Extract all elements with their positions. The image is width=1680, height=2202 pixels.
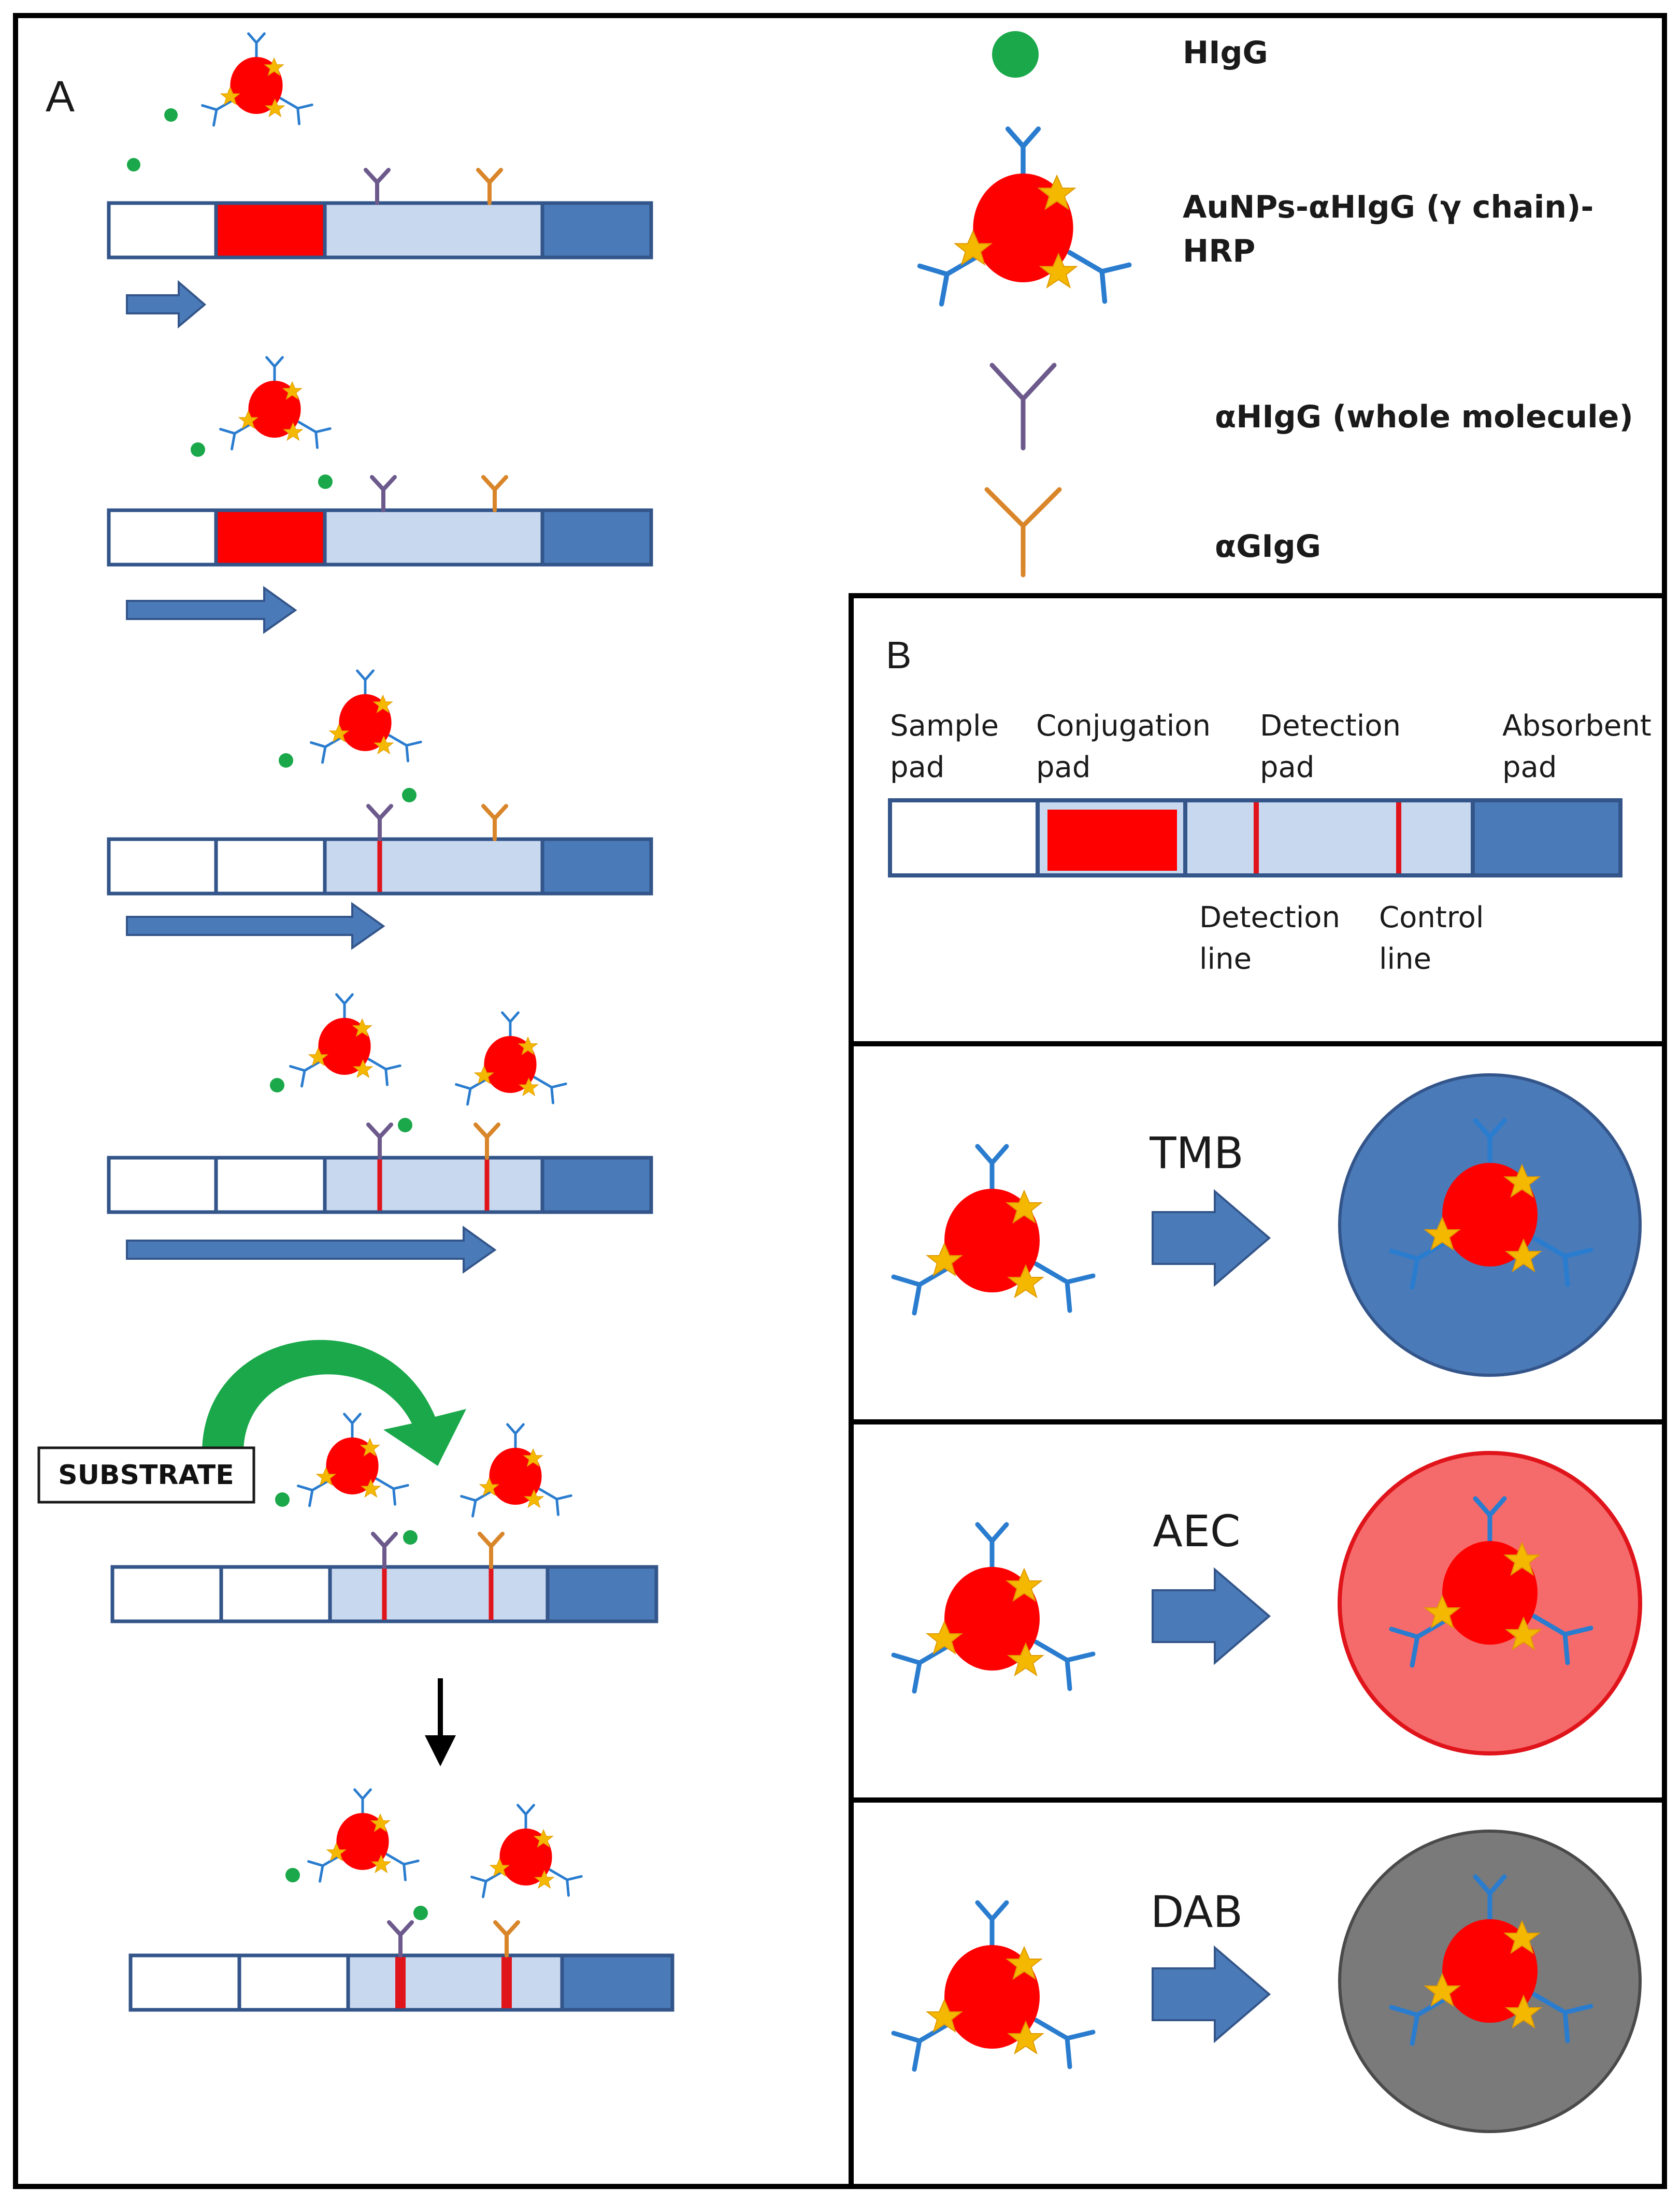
step-1 xyxy=(107,34,653,329)
step-3 xyxy=(107,671,653,950)
step-6 xyxy=(128,1790,674,2012)
label-detection-pad-1: Detection xyxy=(1260,709,1401,743)
legend-conjugate xyxy=(920,129,1129,304)
substrate-panels: TMB AEC DAB xyxy=(849,1041,1667,2189)
label-detection-line-1: Detection xyxy=(1199,901,1340,934)
substrate-name-aec: AEC xyxy=(1153,1506,1240,1557)
strip-5 xyxy=(110,1565,658,1623)
substrate-panel-tmb: TMB xyxy=(849,1041,1667,1424)
legend-hlgg-dot xyxy=(992,31,1039,78)
strip-2 xyxy=(107,508,653,567)
conjugate-6b xyxy=(472,1805,582,1897)
label-detection-pad-2: pad xyxy=(1260,751,1314,784)
substrate-panel-dab: DAB xyxy=(849,1797,1667,2189)
conjugate-1 xyxy=(203,34,312,125)
legend: HIgG AuNPs-αHIgG (γ chain)- HRP αHIgG (w… xyxy=(920,31,1633,578)
substrate-name-tmb: TMB xyxy=(1149,1128,1243,1178)
panel-b-conjugation-pad xyxy=(1047,810,1177,871)
legend-aglgg-label: αGIgG xyxy=(1215,528,1321,565)
substrate-panel-aec: AEC xyxy=(849,1419,1667,1803)
conjugate-4a xyxy=(291,995,400,1086)
conjugate-5a xyxy=(298,1414,408,1506)
strip-1 xyxy=(107,201,653,260)
panel-b-letter: B xyxy=(886,634,911,677)
panel-a-letter: A xyxy=(46,72,75,121)
label-absorbent-pad-2: pad xyxy=(1502,751,1557,784)
conjugate-3 xyxy=(311,671,421,762)
legend-conjugate-line1: AuNPs-αHIgG (γ chain)- xyxy=(1183,189,1593,225)
flow-arrow-3 xyxy=(126,902,385,950)
substrate-label: SUBSTRATE xyxy=(58,1460,234,1491)
label-conjugation-pad-2: pad xyxy=(1036,751,1090,784)
legend-ahlgg-label: αHIgG (whole molecule) xyxy=(1215,399,1633,435)
label-control-line-1: Control xyxy=(1379,901,1484,934)
label-absorbent-pad-1: Absorbent xyxy=(1502,709,1652,743)
conjugate-4b xyxy=(456,1013,566,1104)
label-sample-pad-1: Sample xyxy=(890,709,999,743)
conjugate-6a xyxy=(309,1790,419,1881)
step-4 xyxy=(107,995,653,1274)
conjugate-5b xyxy=(462,1424,571,1516)
legend-control-antibody xyxy=(984,487,1062,578)
step-2 xyxy=(107,357,653,634)
substrate-box xyxy=(37,1446,255,1504)
step-5: SUBSTRATE xyxy=(37,1340,658,1623)
label-conjugation-pad-1: Conjugation xyxy=(1036,709,1211,743)
conjugate-2 xyxy=(221,357,331,449)
flow-arrow-4 xyxy=(126,1226,497,1274)
legend-conjugate-line2: HRP xyxy=(1183,233,1255,269)
flow-arrow-2 xyxy=(126,586,297,634)
legend-hlgg-label: HIgG xyxy=(1183,35,1268,71)
curved-substrate-arrow xyxy=(202,1340,466,1466)
flow-arrow-1 xyxy=(126,280,207,329)
label-detection-line-2: line xyxy=(1199,942,1252,976)
strip-6 xyxy=(128,1953,674,2012)
strip-4 xyxy=(107,1156,653,1214)
label-control-line-2: line xyxy=(1379,942,1431,976)
strip-3 xyxy=(107,837,653,896)
label-sample-pad-2: pad xyxy=(890,751,944,784)
substrate-name-dab: DAB xyxy=(1151,1887,1243,1937)
legend-capture-antibody xyxy=(989,363,1057,451)
